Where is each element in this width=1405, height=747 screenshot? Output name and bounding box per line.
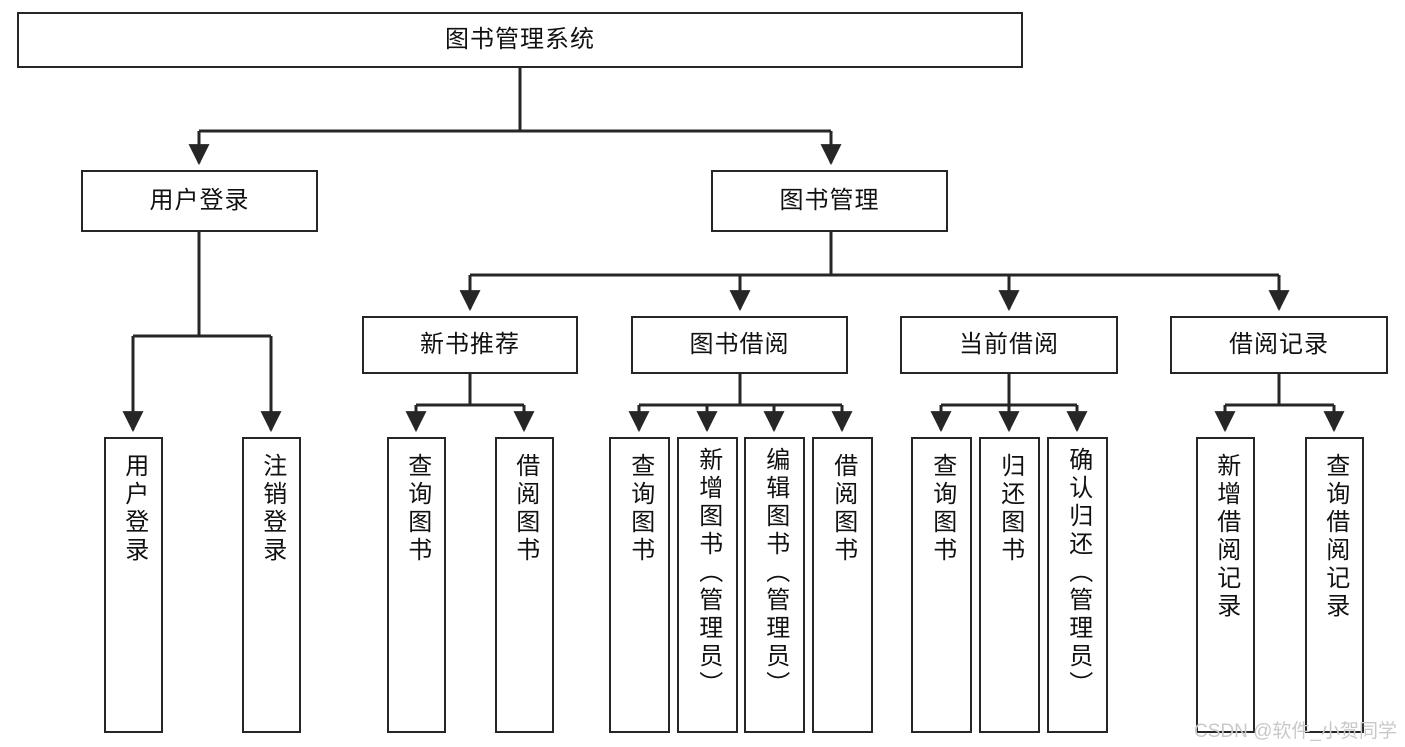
node-label: 当前借阅 (959, 330, 1059, 358)
leaf-book-borrow-add-book-admin[interactable]: 新增图书（管理员） (677, 437, 738, 733)
node-book-borrow[interactable]: 图书借阅 (631, 316, 848, 374)
node-label: 新书推荐 (420, 330, 520, 358)
node-label: 用户登录 (120, 453, 148, 565)
leaf-new-book-borrow-book[interactable]: 借阅图书 (495, 437, 554, 733)
leaf-current-borrow-return-book[interactable]: 归还图书 (979, 437, 1040, 733)
node-label: 借阅图书 (511, 453, 539, 565)
node-label: 新增借阅记录 (1212, 453, 1240, 621)
leaf-current-borrow-query-book[interactable]: 查询图书 (911, 437, 972, 733)
node-root-book-management-system[interactable]: 图书管理系统 (17, 12, 1023, 68)
node-label: 新增图书（管理员） (694, 447, 722, 699)
node-new-book-recommend[interactable]: 新书推荐 (362, 316, 578, 374)
node-label: 用户登录 (149, 186, 250, 214)
node-label: 确认归还（管理员） (1064, 447, 1092, 699)
leaf-book-borrow-edit-book-admin[interactable]: 编辑图书（管理员） (744, 437, 805, 733)
node-label: 查询图书 (626, 453, 654, 565)
leaf-book-borrow-query-book[interactable]: 查询图书 (609, 437, 670, 733)
node-label: 编辑图书（管理员） (761, 447, 789, 699)
node-label: 归还图书 (996, 453, 1024, 565)
node-borrow-record[interactable]: 借阅记录 (1170, 316, 1388, 374)
leaf-current-borrow-confirm-return-admin[interactable]: 确认归还（管理员） (1047, 437, 1108, 733)
node-label: 注销登录 (258, 453, 286, 565)
node-user-login[interactable]: 用户登录 (81, 170, 318, 232)
leaf-borrow-record-query-record[interactable]: 查询借阅记录 (1305, 437, 1364, 733)
node-label: 图书管理系统 (445, 25, 595, 53)
node-label: 查询借阅记录 (1321, 453, 1349, 621)
leaf-new-book-query-book[interactable]: 查询图书 (387, 437, 446, 733)
leaf-user-login-logout[interactable]: 注销登录 (242, 437, 301, 733)
node-label: 查询图书 (403, 453, 431, 565)
leaf-book-borrow-borrow-book[interactable]: 借阅图书 (812, 437, 873, 733)
leaf-user-login-login[interactable]: 用户登录 (104, 437, 163, 733)
node-label: 借阅图书 (829, 453, 857, 565)
node-current-borrow[interactable]: 当前借阅 (900, 316, 1118, 374)
node-label: 查询图书 (928, 453, 956, 565)
leaf-borrow-record-add-record[interactable]: 新增借阅记录 (1196, 437, 1255, 733)
node-book-management[interactable]: 图书管理 (711, 170, 948, 232)
csdn-watermark: CSDN @软件_小贺同学 (1194, 721, 1397, 742)
node-label: 借阅记录 (1229, 330, 1329, 358)
node-label: 图书借阅 (689, 330, 790, 358)
node-label: 图书管理 (779, 186, 880, 214)
